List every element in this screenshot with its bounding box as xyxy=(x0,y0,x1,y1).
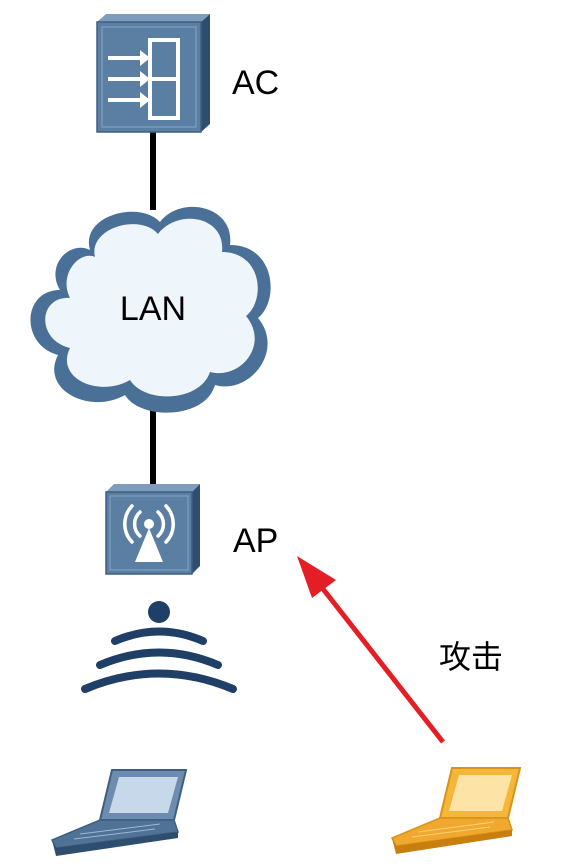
lan-cloud-icon xyxy=(30,206,271,413)
access-point-icon xyxy=(105,484,200,575)
attack-arrow xyxy=(297,556,445,744)
ap-label: AP xyxy=(233,522,278,560)
attacker-laptop-icon xyxy=(390,767,522,854)
client-laptop-icon xyxy=(50,769,188,856)
ac-label: AC xyxy=(232,64,279,102)
access-controller-icon xyxy=(96,14,210,133)
lan-label: LAN xyxy=(120,290,186,328)
wireless-signal-icon xyxy=(81,601,237,693)
attack-label: 攻击 xyxy=(439,638,503,676)
